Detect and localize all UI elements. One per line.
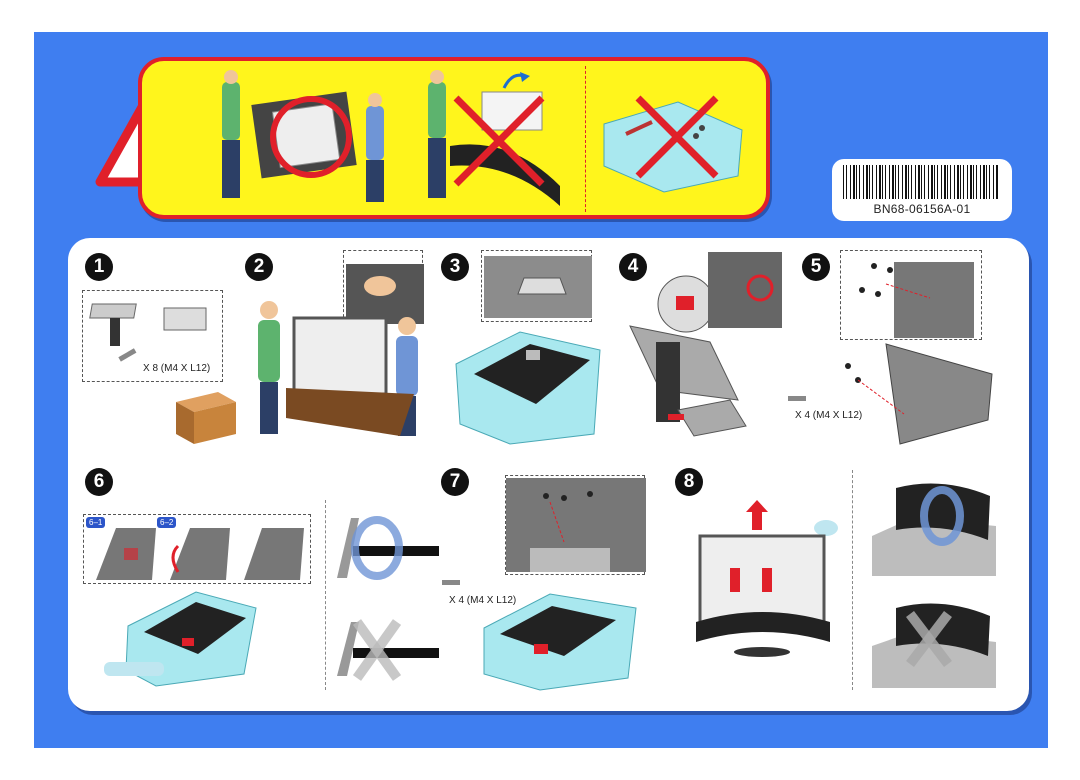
step8-divider [852, 470, 853, 690]
step-number-5: 5 [802, 253, 830, 281]
correct-circle-icon [270, 96, 352, 178]
step3-illustration [455, 256, 601, 445]
step6-detail-box [83, 514, 311, 584]
wrong-x-icon [906, 610, 952, 668]
step6-1-tag: 6–1 [86, 517, 106, 528]
step5-illustration [788, 262, 993, 445]
step1-screw-count: X 8 (M4 X L12) [143, 363, 211, 374]
step6-divider [325, 500, 326, 690]
step7-illustration [442, 478, 646, 691]
box-illustration [176, 392, 236, 444]
step6-2-tag: 6–2 [157, 517, 177, 528]
step5-screw-count: X 4 (M4 X L12) [795, 410, 863, 421]
screw-icon [788, 396, 806, 401]
correct-handling-illustration [222, 70, 384, 202]
wrong-handling-illustration [428, 70, 560, 206]
step8-wrong-example [872, 603, 996, 688]
step2-illustration [258, 264, 424, 436]
warning-divider [585, 66, 586, 212]
step4-illustration [629, 252, 782, 437]
screw-icon [442, 580, 460, 585]
step6-correct-example [337, 516, 439, 580]
step1-parts-box [82, 290, 223, 382]
tools-warning-illustration [603, 95, 743, 193]
step-number-6: 6 [85, 468, 113, 496]
step7-screw-count: X 4 (M4 X L12) [449, 595, 517, 606]
step6-wrong-example [337, 619, 439, 681]
correct-circle-icon [351, 516, 403, 580]
step8-correct-example [872, 483, 996, 576]
step-number-4: 4 [619, 253, 647, 281]
barcode-icon [843, 165, 998, 199]
step5-detail-box [840, 250, 982, 340]
stand-parts-illustration [89, 303, 207, 362]
screw-icon [118, 348, 137, 362]
barcode-number: BN68-06156A-01 [873, 202, 971, 216]
wrong-x-icon [352, 619, 402, 681]
step8-illustration [696, 500, 838, 657]
step-number-7: 7 [441, 468, 469, 496]
step-number-3: 3 [441, 253, 469, 281]
correct-circle-icon [920, 486, 964, 546]
step6-illustration [96, 528, 304, 687]
wrong-x-icon [453, 95, 545, 187]
wrong-x-icon [635, 95, 719, 179]
step-number-8: 8 [675, 468, 703, 496]
step-number-1: 1 [85, 253, 113, 281]
step-number-2: 2 [245, 253, 273, 281]
